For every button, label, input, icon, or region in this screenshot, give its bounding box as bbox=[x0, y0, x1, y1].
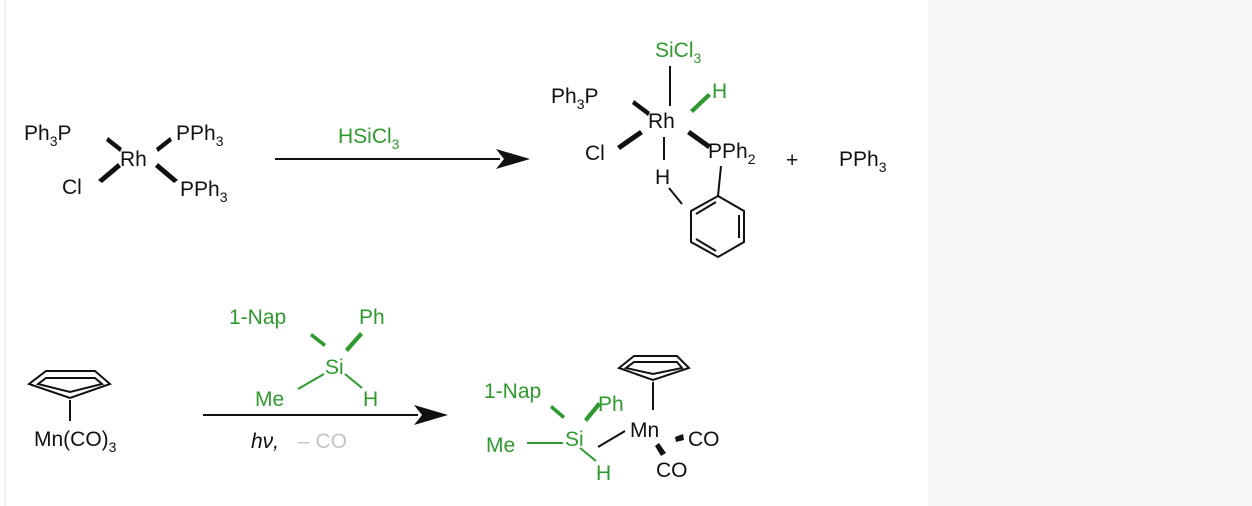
wedge-bond bbox=[617, 130, 643, 150]
ligand-cl: Cl bbox=[62, 176, 82, 199]
group-h: H bbox=[363, 388, 378, 411]
side-panel bbox=[928, 0, 1252, 506]
ligand-pph3-upper: PPh3 bbox=[176, 122, 224, 149]
ligand-co-2: CO bbox=[656, 459, 688, 482]
group-1-nap: 1-Nap bbox=[484, 380, 541, 403]
wedge-bond bbox=[584, 402, 601, 422]
reagent-hsicl3: HSiCl3 bbox=[338, 125, 400, 152]
condition-loss-co: – CO bbox=[298, 430, 347, 453]
hydride-green: H bbox=[712, 80, 727, 103]
left-border bbox=[0, 0, 8, 506]
hash-bond bbox=[310, 333, 326, 347]
ligand-pph2: PPh2 bbox=[708, 140, 756, 167]
mn-product: 1-Nap Ph Si Me H Mn CO CO bbox=[484, 355, 720, 485]
benzene-ring bbox=[690, 194, 745, 259]
group-me: Me bbox=[255, 388, 284, 411]
ligand-ph3p: Ph3P bbox=[24, 122, 72, 149]
rh-reactant: Ph3P PPh3 Rh Cl PPh3 bbox=[24, 122, 228, 205]
ligand-co-1: CO bbox=[688, 428, 720, 451]
wedge-bond bbox=[345, 332, 363, 352]
silane-reagent: 1-Nap Ph Si Me H bbox=[229, 306, 385, 411]
reaction-scheme: Ph3P PPh3 Rh Cl PPh3 HSiCl3 SiCl3 Ph3P H… bbox=[24, 39, 887, 485]
cyclopentadienyl-ring bbox=[26, 370, 112, 400]
group-ph: Ph bbox=[598, 393, 624, 416]
group-ph: Ph bbox=[359, 306, 385, 329]
atom-si: Si bbox=[565, 428, 584, 451]
group-me: Me bbox=[486, 434, 515, 457]
ligand-ph3p: Ph3P bbox=[551, 85, 599, 112]
byproduct-pph3: PPh3 bbox=[839, 148, 887, 175]
hash-bond bbox=[690, 93, 711, 113]
group-1-nap: 1-Nap bbox=[229, 306, 286, 329]
mn-reactant: Mn(CO)3 bbox=[26, 370, 117, 455]
wedge-bond bbox=[155, 163, 178, 183]
condition-light: hν, bbox=[251, 430, 279, 453]
ligand-cl: Cl bbox=[585, 142, 605, 165]
metal-rh: Rh bbox=[648, 110, 675, 133]
hydride-bottom: H bbox=[655, 166, 670, 189]
hash-bond bbox=[156, 137, 172, 152]
hash-bond bbox=[106, 137, 122, 152]
metal-rh: Rh bbox=[120, 148, 147, 171]
ligand-pph3-lower: PPh3 bbox=[180, 178, 228, 205]
wedge-bond bbox=[655, 443, 666, 456]
group-sicl3: SiCl3 bbox=[655, 39, 702, 66]
metal-mn: Mn bbox=[630, 419, 659, 442]
mn-co3: Mn(CO)3 bbox=[34, 428, 117, 455]
reaction2-arrow: hν, – CO bbox=[203, 405, 448, 453]
hash-bond bbox=[632, 100, 650, 116]
group-h: H bbox=[596, 462, 611, 485]
wedge-bond bbox=[687, 130, 711, 149]
wedge-bond bbox=[98, 163, 121, 183]
reaction1-arrow: HSiCl3 bbox=[275, 125, 530, 169]
atom-si: Si bbox=[325, 356, 344, 379]
hash-bond bbox=[550, 405, 565, 419]
hash-bond bbox=[675, 434, 684, 442]
plus-sign: + bbox=[786, 149, 798, 172]
cyclopentadienyl-ring bbox=[616, 355, 691, 382]
rh-product: SiCl3 Ph3P H Rh Cl PPh2 H bbox=[551, 39, 756, 259]
